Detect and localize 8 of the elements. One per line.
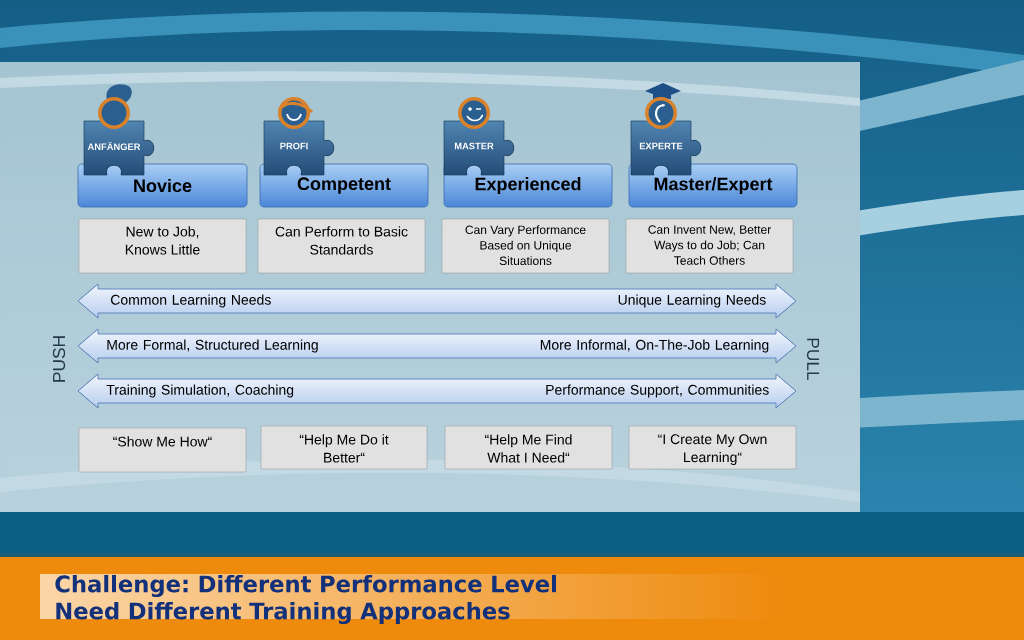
description-box: Can Vary Performance Based on Unique Situations — [441, 218, 610, 274]
quote-box: “Help Me Find What I Need“ — [444, 425, 613, 470]
side-label: PUSH — [52, 336, 66, 382]
description-box: Can Perform to Basic Standards — [257, 218, 426, 274]
quote-box: “Help Me Do it Better“ — [260, 425, 428, 470]
side-label: PULL — [806, 338, 820, 381]
title: Challenge: Different Performance Level Need Different Training Approaches — [55, 574, 556, 625]
description-box: New to Job, Knows Little — [78, 218, 247, 274]
